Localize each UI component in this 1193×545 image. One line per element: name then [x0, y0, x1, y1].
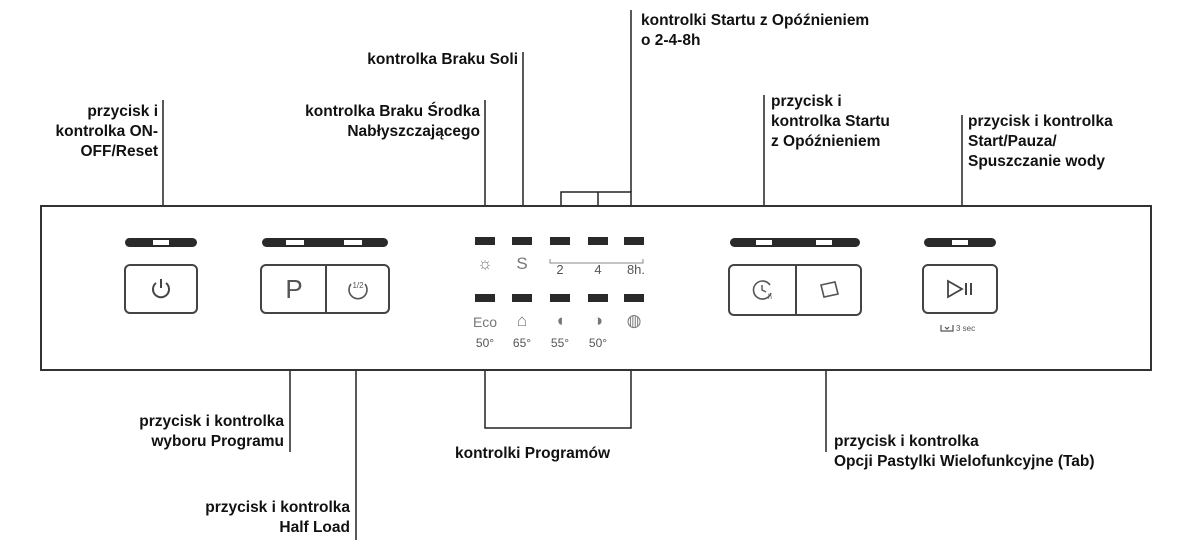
- program-quick-led: [588, 294, 608, 302]
- rinse-aid-icon: ☼: [477, 254, 493, 273]
- start-pause-button[interactable]: [922, 264, 998, 314]
- intensive-pot-icon: ⌂: [516, 311, 528, 330]
- delay-2h-led: [550, 237, 570, 245]
- delay-tab-button-group: h: [728, 264, 862, 316]
- program-halfload-indicator: [262, 238, 388, 247]
- salt-led: [512, 237, 532, 245]
- delay-8h-led: [624, 237, 644, 245]
- tab-icon: [819, 281, 839, 298]
- quick-icon: ◑: [592, 311, 604, 330]
- prewash-icon: ◍: [626, 311, 642, 330]
- half-load-button[interactable]: 1/2: [327, 266, 388, 312]
- start-pause-indicator: [924, 238, 996, 247]
- temp-quick: 50°: [588, 336, 608, 350]
- tab-button[interactable]: [797, 266, 860, 314]
- delay-4h-led: [588, 237, 608, 245]
- temp-eco: 50°: [475, 336, 495, 350]
- program-halfload-button-group: P 1/2: [260, 264, 390, 314]
- svg-text:1/2: 1/2: [352, 281, 364, 290]
- program-prewash-led: [624, 294, 644, 302]
- svg-text:h: h: [768, 294, 772, 301]
- program-button[interactable]: P: [285, 273, 303, 304]
- delay-4h-label: 4: [594, 262, 602, 277]
- label-salt: kontrolka Braku Soli: [367, 51, 518, 68]
- salt-icon: S: [516, 254, 528, 273]
- delay-clock-icon: h: [752, 280, 772, 301]
- drain-hint: 3 sec: [940, 322, 975, 334]
- delay-tab-indicator: [730, 238, 860, 247]
- onoff-indicator: [125, 238, 197, 247]
- delay-8h-label: 8h.: [626, 262, 646, 277]
- rinse-aid-led: [475, 237, 495, 245]
- delay-2h-label: 2: [556, 262, 564, 277]
- program-eco-led: [475, 294, 495, 302]
- glass-icon: ◖: [554, 311, 566, 330]
- program-glass-led: [550, 294, 570, 302]
- play-pause-icon: [947, 279, 972, 299]
- temp-glass: 55°: [550, 336, 570, 350]
- drain-icon: [940, 325, 954, 332]
- eco-icon: Eco: [472, 314, 498, 330]
- temp-intensive: 65°: [512, 336, 532, 350]
- delay-bracket: [549, 259, 644, 264]
- delay-button[interactable]: h: [730, 266, 795, 314]
- power-icon: [152, 279, 170, 299]
- program-intensive-led: [512, 294, 532, 302]
- label-programs: kontrolki Programów: [455, 445, 611, 462]
- onoff-button[interactable]: [124, 264, 198, 314]
- half-load-icon: 1/2: [347, 281, 368, 300]
